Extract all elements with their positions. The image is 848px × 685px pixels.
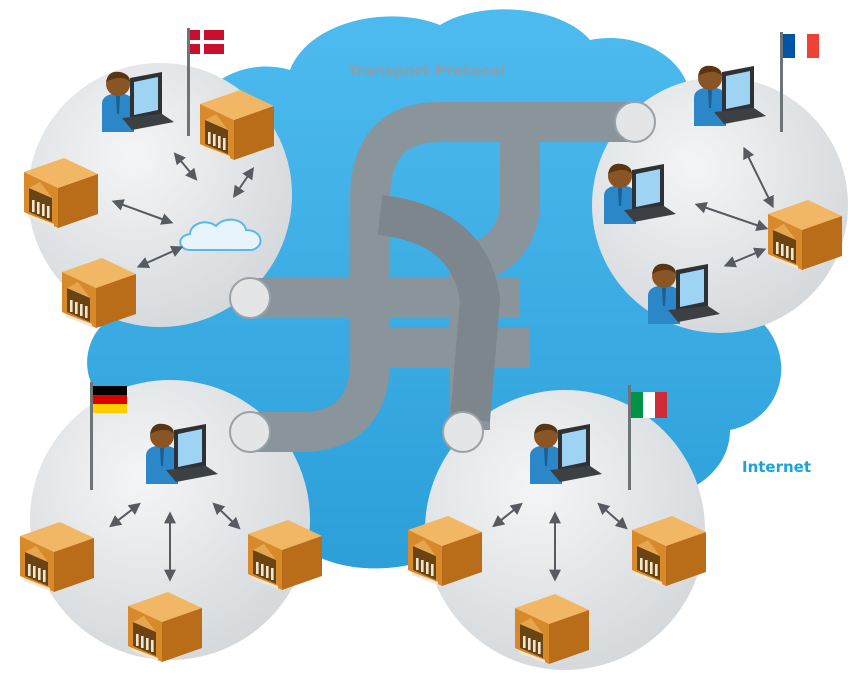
transport-protocol-label: Transport Protocol [348, 62, 505, 80]
denmark-node [24, 28, 274, 328]
arrows [694, 146, 774, 268]
local-cloud-icon [179, 218, 262, 251]
transport-pipes [250, 102, 635, 452]
italy-port [442, 411, 484, 453]
germany-flag [90, 382, 127, 490]
italy-node-bubble [425, 390, 705, 670]
germany-port [229, 411, 271, 453]
arrows [111, 152, 255, 269]
italy-flag [628, 385, 667, 490]
internet-label: Internet [742, 458, 811, 476]
italy-node [408, 385, 706, 664]
denmark-port [229, 277, 271, 319]
arrows [492, 502, 628, 582]
denmark-flag [187, 28, 224, 136]
france-flag [780, 32, 819, 132]
germany-node [20, 382, 322, 662]
france-port [614, 101, 656, 143]
arrows [109, 502, 241, 582]
france-node [604, 32, 842, 324]
